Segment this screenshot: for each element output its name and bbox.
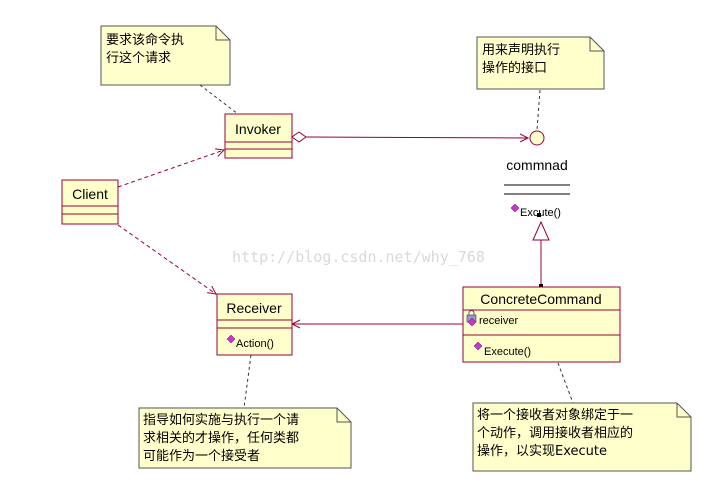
command-note-line-1: 用来声明执行 (482, 43, 560, 58)
concrete-class-name: ConcreteCommand (480, 291, 601, 307)
invoker-class[interactable]: Invoker (224, 113, 293, 159)
concrete-attribute: receiver (479, 315, 518, 327)
method-icon (473, 341, 483, 351)
private-attribute-icon (466, 310, 477, 327)
invoker-note-line-1: 要求该命令执 (106, 32, 184, 48)
concrete-note-line-3: 操作，以实现Execute (477, 443, 607, 459)
command-interface[interactable]: commnad Excute() (504, 130, 570, 219)
concrete-method: Execute() (484, 346, 531, 358)
receiver-note-line-2: 求相关的才操作，任何类都 (143, 430, 299, 446)
receiver-method: Action() (236, 338, 274, 350)
receiver-class-name: Receiver (226, 300, 282, 316)
concrete-note-line-2: 个动作，调用接收者相应的 (477, 425, 633, 441)
receiver-note-line-1: 指导如何实施与执行一个请 (143, 412, 299, 428)
method-icon (510, 203, 520, 213)
concrete-command-class[interactable]: ConcreteCommand receiver Execute() (462, 286, 621, 363)
invoker-note-line-2: 行这个请求 (106, 50, 171, 66)
invoker-to-command-aggregation (291, 131, 528, 143)
concrete-to-command-realization (532, 213, 550, 288)
client-class[interactable]: Client (61, 179, 119, 225)
interface-name: commnad (506, 157, 567, 173)
client-to-receiver-dependency (117, 224, 216, 294)
invoker-class-name: Invoker (235, 121, 281, 137)
invoker-note-anchor (199, 84, 239, 115)
realization-source-handle (539, 284, 543, 288)
command-note-line-2: 操作的接口 (482, 60, 547, 76)
concrete-note: 将一个接收者对象绑定于一 个动作，调用接收者相应的 操作，以实现Execute (472, 402, 692, 472)
client-to-invoker-dependency (117, 150, 224, 188)
invoker-note: 要求该命令执 行这个请求 (100, 25, 231, 86)
command-note: 用来声明执行 操作的接口 (476, 36, 605, 90)
command-note-anchor (536, 89, 541, 131)
realization-target-handle (537, 213, 541, 217)
watermark: http://blog.csdn.net/why_768 (232, 248, 485, 266)
concrete-note-anchor (557, 362, 574, 404)
interface-method: Excute() (520, 207, 561, 219)
receiver-note-anchor (243, 354, 252, 409)
client-class-name: Client (72, 186, 108, 202)
receiver-note-line-3: 可能作为一个接受者 (143, 448, 260, 464)
method-icon (226, 334, 236, 344)
receiver-class[interactable]: Receiver Action() (216, 293, 293, 356)
receiver-note: 指导如何实施与执行一个请 求相关的才操作，任何类都 可能作为一个接受者 (138, 407, 352, 469)
interface-circle-icon (529, 130, 545, 146)
concrete-note-line-1: 将一个接收者对象绑定于一 (477, 407, 633, 423)
